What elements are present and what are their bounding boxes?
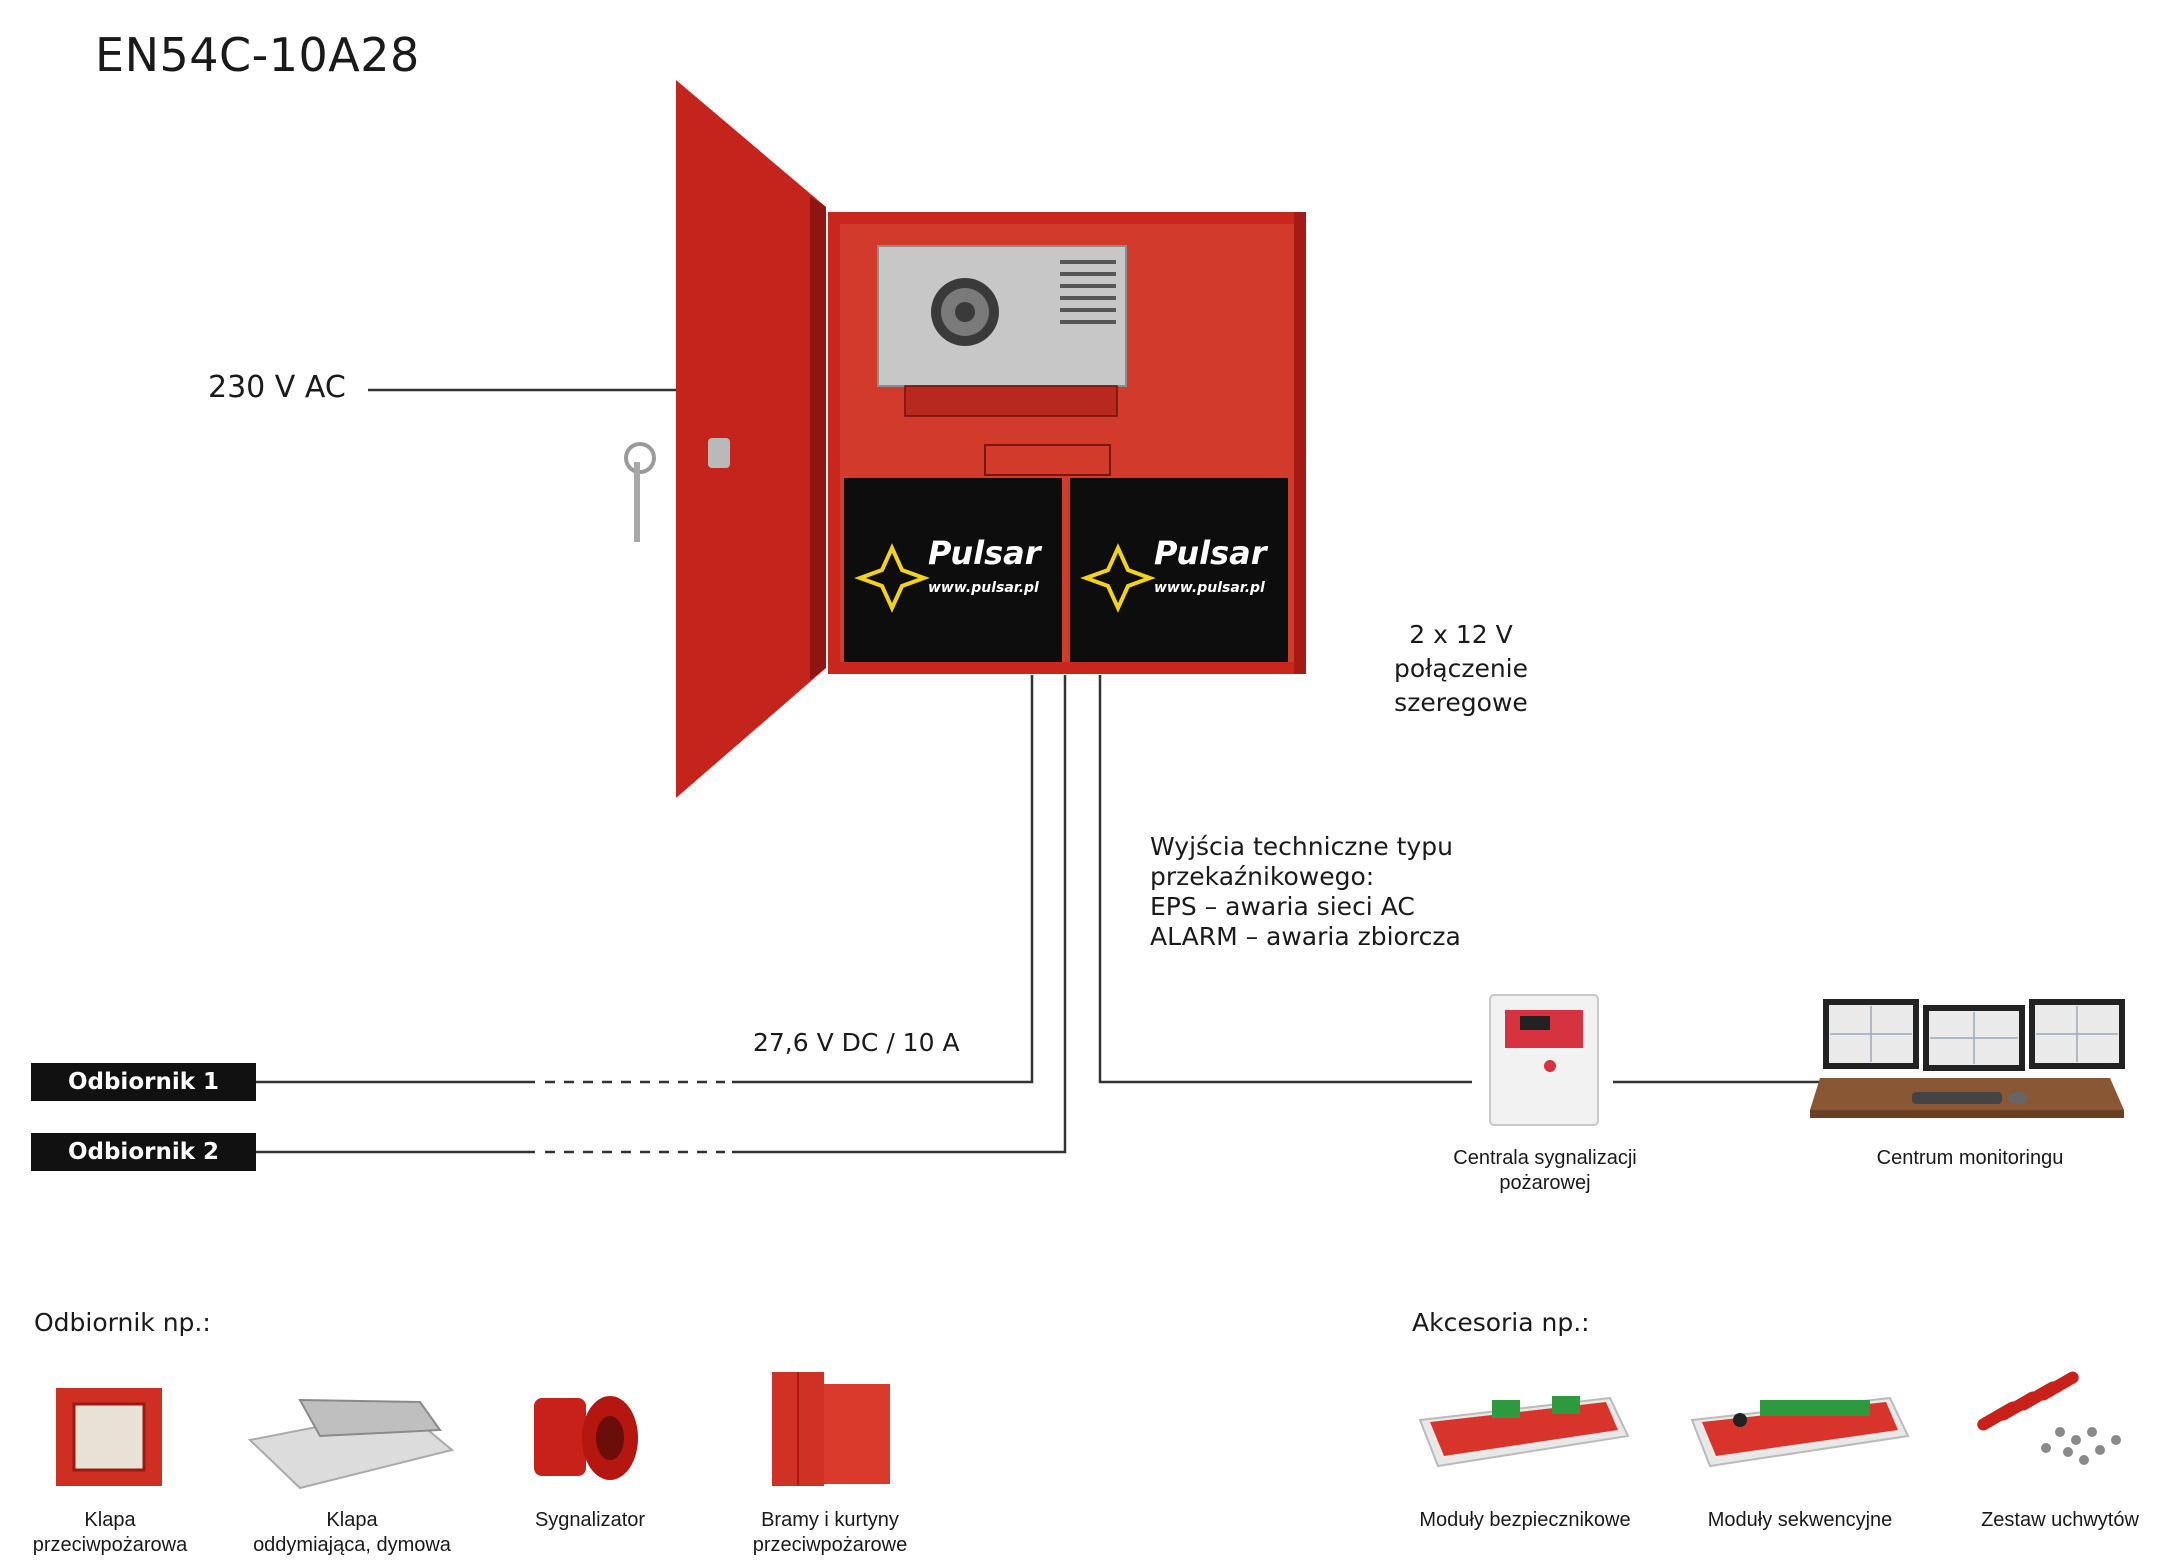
output-2-line — [732, 675, 1067, 1154]
monitoring-center-device — [1810, 999, 2125, 1118]
fuse-module-image — [1418, 1396, 1630, 1468]
mains-label: 230 V AC — [208, 370, 346, 405]
bracket-set-caption: Zestaw uchwytów — [1981, 1509, 2139, 1531]
relay-outputs-line4: ALARM – awaria zbiorcza — [1150, 922, 1461, 951]
fuse-module-caption: Moduły bezpiecznikowe — [1419, 1509, 1631, 1531]
output-1-line — [732, 675, 1034, 1084]
fire-panel-caption-line2: pożarowej — [1499, 1172, 1591, 1194]
accessories-heading: Akcesoria np.: — [1412, 1308, 1590, 1337]
sounder-caption-line1: Sygnalizator — [534, 1509, 646, 1531]
fire-panel-caption: Centrala sygnalizacji pożarowej — [1425, 1146, 1665, 1196]
psu-terminal-board — [904, 385, 1118, 417]
fire-panel-device — [1489, 994, 1599, 1126]
bracket-set-image — [1977, 1371, 2121, 1465]
door-lock — [708, 438, 730, 468]
fire-damper-caption: Klapa przeciwpożarowa — [10, 1508, 210, 1558]
smoke-vent-caption-line2: oddymiająca, dymowa — [253, 1534, 451, 1556]
monitoring-caption: Centrum monitoringu — [1876, 1147, 2064, 1169]
receiver-1-badge: Odbiornik 1 — [31, 1063, 256, 1101]
fire-damper-image — [56, 1388, 162, 1486]
fire-damper-caption-line1: Klapa — [84, 1509, 136, 1531]
sounder-caption: Sygnalizator — [490, 1508, 690, 1533]
smoke-vent-caption-line1: Klapa — [326, 1509, 378, 1531]
enclosure-door — [676, 80, 826, 798]
key — [634, 462, 640, 542]
relay-line — [1098, 675, 1472, 1084]
psu-enclosure — [624, 80, 1306, 798]
sequential-module-image — [1690, 1396, 1910, 1468]
relay-outputs-line1: Wyjścia techniczne typu — [1150, 832, 1453, 861]
relay-outputs-line2: przekaźnikowego: — [1150, 862, 1375, 891]
receiver-2-badge: Odbiornik 2 — [31, 1133, 256, 1171]
psu-module — [877, 245, 1127, 387]
battery-2-url: www.pulsar.pl — [1154, 580, 1265, 596]
smoke-vent-caption: Klapa oddymiająca, dymowa — [232, 1508, 472, 1558]
fire-panel-caption-line1: Centrala sygnalizacji — [1453, 1147, 1637, 1169]
sequential-module-caption: Moduły sekwencyjne — [1707, 1509, 1893, 1531]
connection-lines — [255, 388, 1820, 1154]
battery-2 — [1070, 478, 1288, 662]
receiver-examples-heading: Odbiornik np.: — [34, 1308, 211, 1337]
relay-outputs-label: Wyjścia techniczne typu przekaźnikowego:… — [1150, 832, 1461, 952]
battery-label: 2 x 12 V połączenie szeregowe — [1336, 618, 1586, 720]
battery-1-brand: Pulsar — [928, 534, 1041, 572]
sounder-image — [534, 1396, 638, 1480]
smoke-vent-image — [247, 1398, 455, 1490]
battery-1-url: www.pulsar.pl — [928, 580, 1039, 596]
fire-door-image — [772, 1372, 890, 1486]
dc-output-label: 27,6 V DC / 10 A — [753, 1028, 960, 1057]
battery-label-line2: połączenie szeregowe — [1393, 654, 1528, 717]
relay-outputs-line3: EPS – awaria sieci AC — [1150, 892, 1415, 921]
fire-damper-caption-line2: przeciwpożarowa — [32, 1534, 188, 1556]
fire-door-caption: Bramy i kurtyny przeciwpożarowe — [720, 1508, 940, 1558]
battery-label-line1: 2 x 12 V — [1409, 620, 1513, 649]
product-title: EN54C-10A28 — [95, 28, 420, 82]
fire-door-caption-line2: przeciwpożarowe — [752, 1534, 908, 1556]
battery-2-brand: Pulsar — [1154, 534, 1267, 572]
battery-1 — [844, 478, 1062, 662]
fire-door-caption-line1: Bramy i kurtyny — [761, 1509, 899, 1531]
